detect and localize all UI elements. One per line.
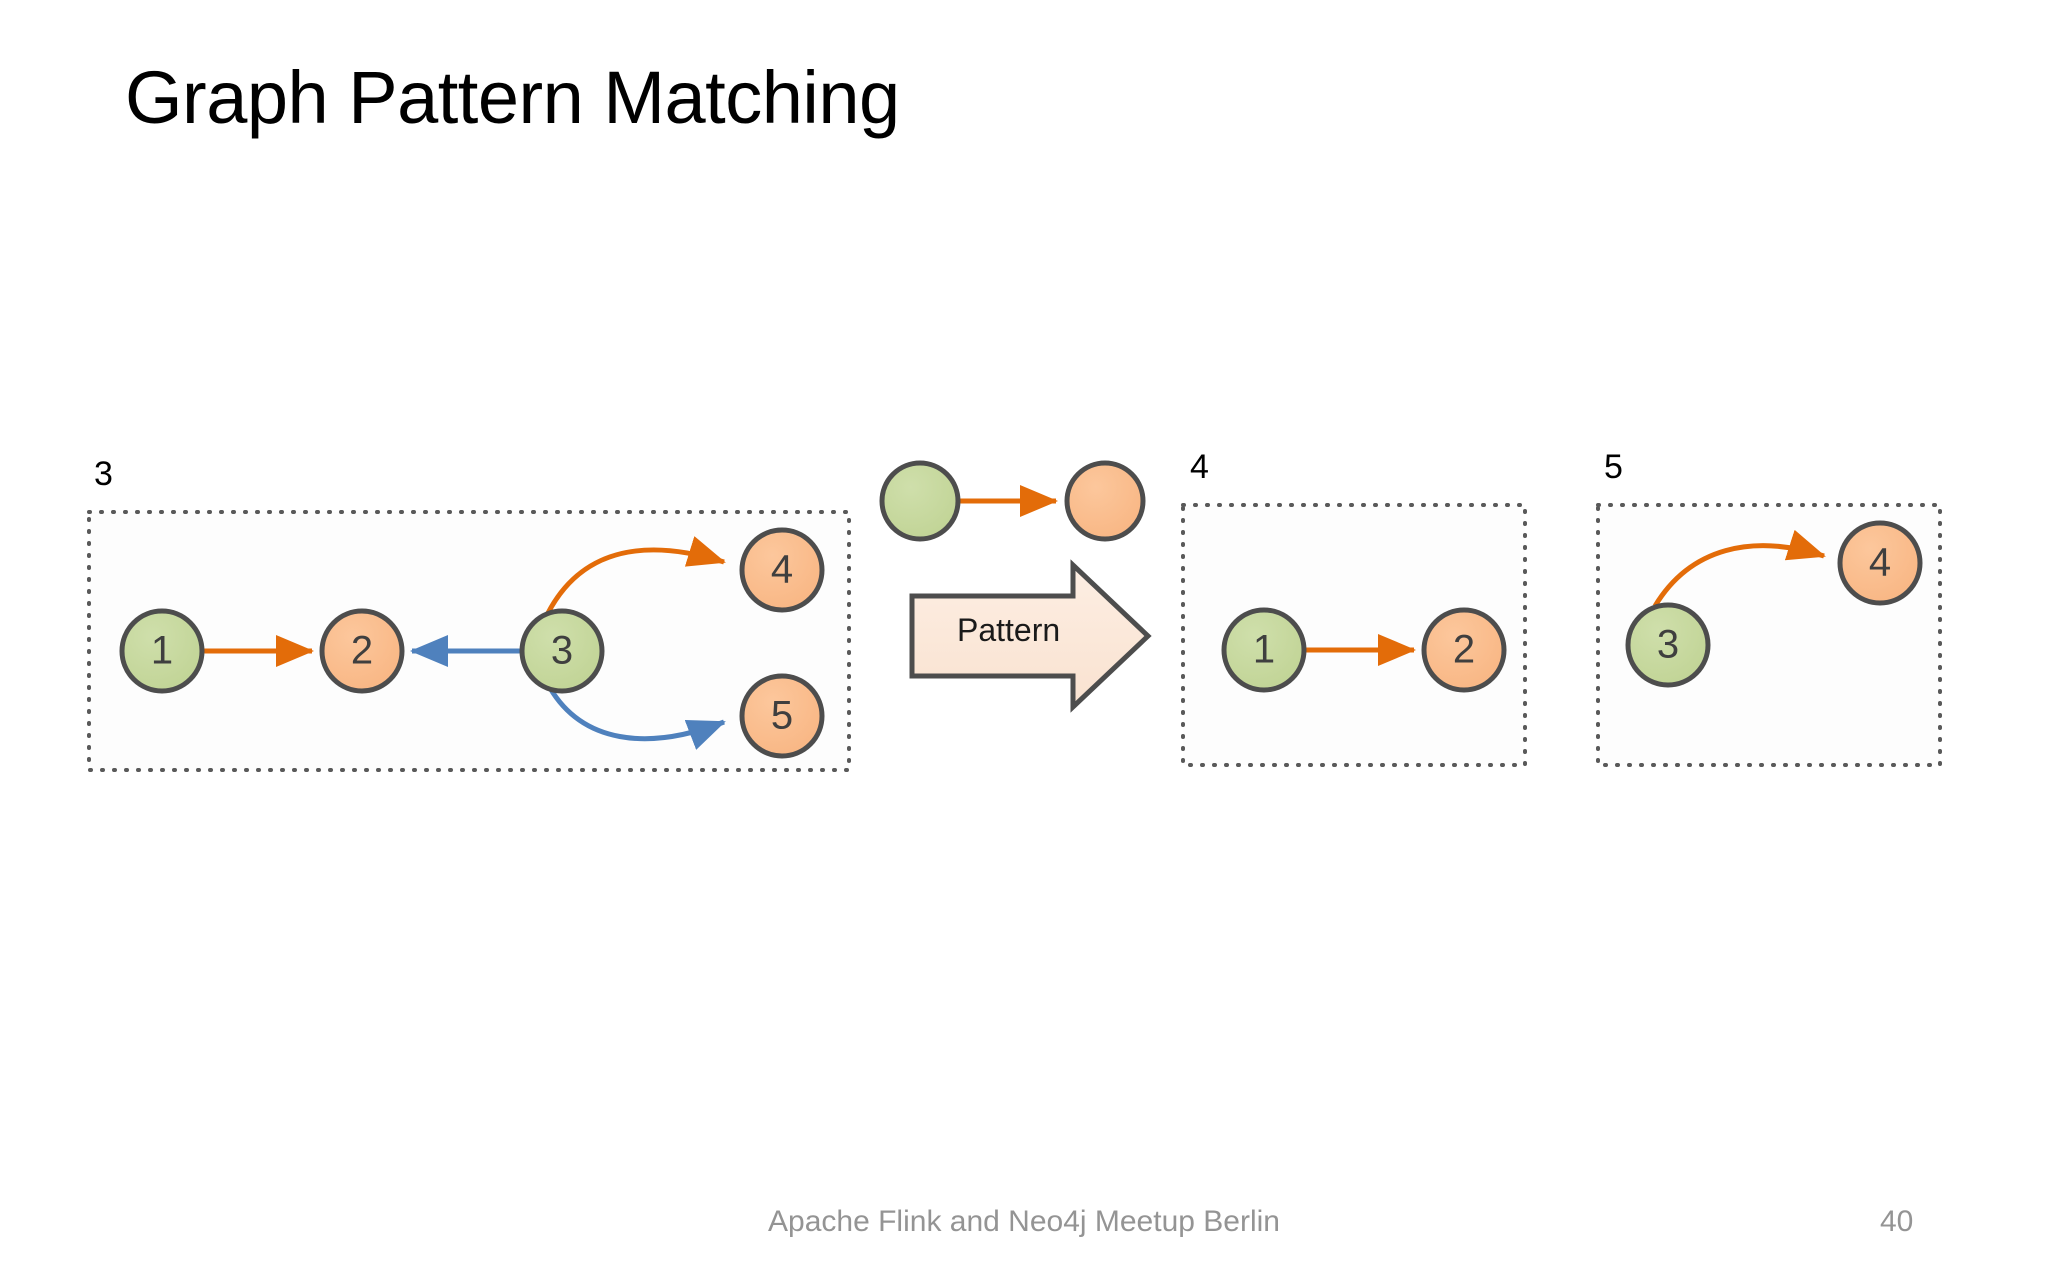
node-2[interactable] (319, 608, 405, 694)
edge-3-to-5 (547, 686, 726, 750)
node-2-match4[interactable] (1421, 607, 1507, 693)
page-number: 40 (1880, 1205, 1914, 1238)
legend-node-target (1064, 460, 1146, 542)
pattern-arrow-label: Pattern (957, 612, 1061, 648)
edge-3-to-4-match5 (1652, 529, 1826, 608)
graph-box-label-3: 3 (94, 455, 113, 493)
graph-box-label-5: 5 (1604, 448, 1623, 486)
node-3-match5[interactable] (1625, 602, 1711, 688)
node-1[interactable] (119, 608, 205, 694)
page-title: Graph Pattern Matching (125, 56, 900, 139)
footer-text: Apache Flink and Neo4j Meetup Berlin (768, 1205, 1280, 1238)
node-1-match4[interactable] (1221, 607, 1307, 693)
legend-node-source (879, 460, 961, 542)
node-4[interactable] (739, 527, 825, 613)
node-3[interactable] (519, 608, 605, 694)
edge-3-to-4 (545, 536, 726, 615)
node-5[interactable] (739, 673, 825, 759)
graph-box-label-4: 4 (1190, 448, 1209, 486)
pattern-block-arrow (909, 559, 1152, 713)
node-4-match5[interactable] (1837, 520, 1923, 606)
